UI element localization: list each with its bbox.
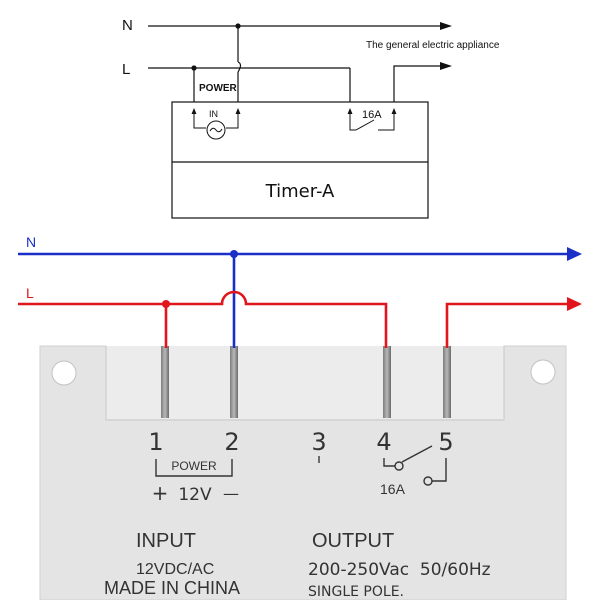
relay-switch-symbol-icon: [383, 445, 447, 486]
bottom-n-arrow-icon: [567, 247, 582, 261]
terminal-number-4: 4: [376, 428, 391, 456]
in-label: IN: [209, 109, 218, 119]
input-spec: 12VDC/AC: [136, 561, 214, 578]
top-power-label: POWER: [199, 83, 238, 94]
voltage-label: 12V: [178, 485, 212, 505]
ac-input-symbol-icon: [191, 108, 241, 140]
polarity-minus: —: [223, 484, 239, 503]
terminal-number-3: 3: [311, 428, 326, 456]
bottom-l-wire: [18, 290, 582, 348]
top-n-label: N: [122, 17, 133, 34]
bottom-relay-label: 16A: [380, 481, 406, 497]
bottom-l-label: L: [26, 285, 34, 301]
output-spec: 200-250Vac 50/60Hz: [308, 560, 491, 580]
bottom-terminal-diagram: N L 1 2 3 4 5 POWER + 12V — 16A INPUT 12…: [18, 234, 582, 600]
polarity-plus: +: [152, 481, 169, 505]
terminal-number-5: 5: [438, 428, 453, 456]
top-l-label: L: [122, 61, 130, 78]
power-bracket: [155, 459, 233, 477]
terminal-number-1: 1: [148, 428, 163, 456]
bottom-l-junction-dot: [162, 300, 170, 308]
appliance-label: The general electric appliance: [366, 40, 500, 51]
output-title: OUTPUT: [312, 530, 394, 552]
terminal-pin-5: [443, 346, 451, 418]
top-relay-label: 16A: [362, 109, 382, 121]
device-name: Timer-A: [265, 181, 335, 202]
bottom-n-wire: [18, 247, 582, 348]
terminal-slot: [106, 346, 504, 420]
output-pole: SINGLE POLE.: [308, 584, 404, 600]
top-l-arrow-icon: [440, 62, 452, 70]
relay-contact-symbol-icon: [347, 108, 397, 131]
top-n-arrow-icon: [440, 22, 452, 30]
bottom-n-junction-dot: [230, 250, 238, 258]
terminal-pin-2: [230, 346, 238, 418]
mounting-hole-left: [51, 360, 77, 386]
terminal-pin-4: [383, 346, 391, 418]
bottom-n-label: N: [26, 234, 36, 250]
top-l-wire: [148, 62, 452, 102]
timer-box: [171, 101, 429, 219]
terminal-number-2: 2: [224, 428, 239, 456]
input-title: INPUT: [136, 530, 196, 552]
mounting-hole-right: [530, 359, 556, 385]
bottom-l-arrow-icon: [567, 297, 582, 311]
terminal-pin-1: [161, 346, 169, 418]
top-schematic: N L The general electric appliance POWER: [122, 17, 500, 219]
bottom-power-label: POWER: [171, 459, 217, 473]
top-n-wire: [148, 22, 452, 102]
made-in-label: MADE IN CHINA: [104, 578, 240, 598]
